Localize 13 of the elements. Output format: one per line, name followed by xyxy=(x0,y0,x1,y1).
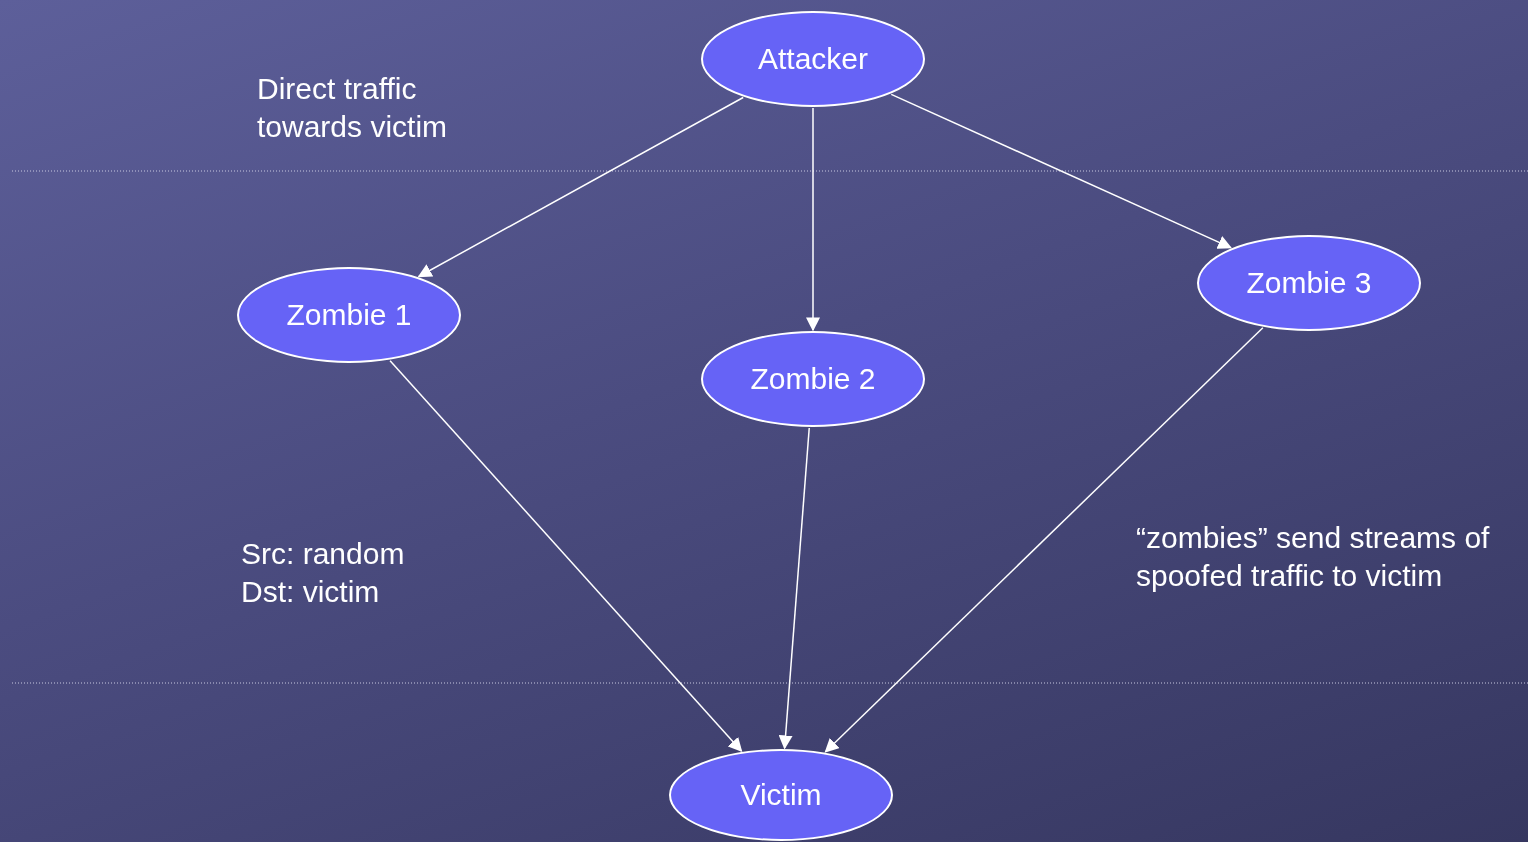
annotation-text: Dst: victim xyxy=(241,574,381,610)
arrow xyxy=(778,427,810,750)
annotation-text: Src: random xyxy=(241,536,406,572)
arrow xyxy=(890,93,1232,249)
node-label: Zombie 3 xyxy=(1246,266,1372,300)
node-label: Zombie 1 xyxy=(286,298,412,332)
arrow xyxy=(417,96,744,278)
node-label: Attacker xyxy=(757,42,868,76)
annotation-text: “zombies” send streams of spoofed traffic to victim xyxy=(1136,520,1491,594)
node-label: Zombie 2 xyxy=(750,362,876,396)
node-label: Victim xyxy=(740,778,822,812)
arrow xyxy=(806,107,820,332)
annotation-text: Direct traffic towards victim xyxy=(257,71,449,145)
